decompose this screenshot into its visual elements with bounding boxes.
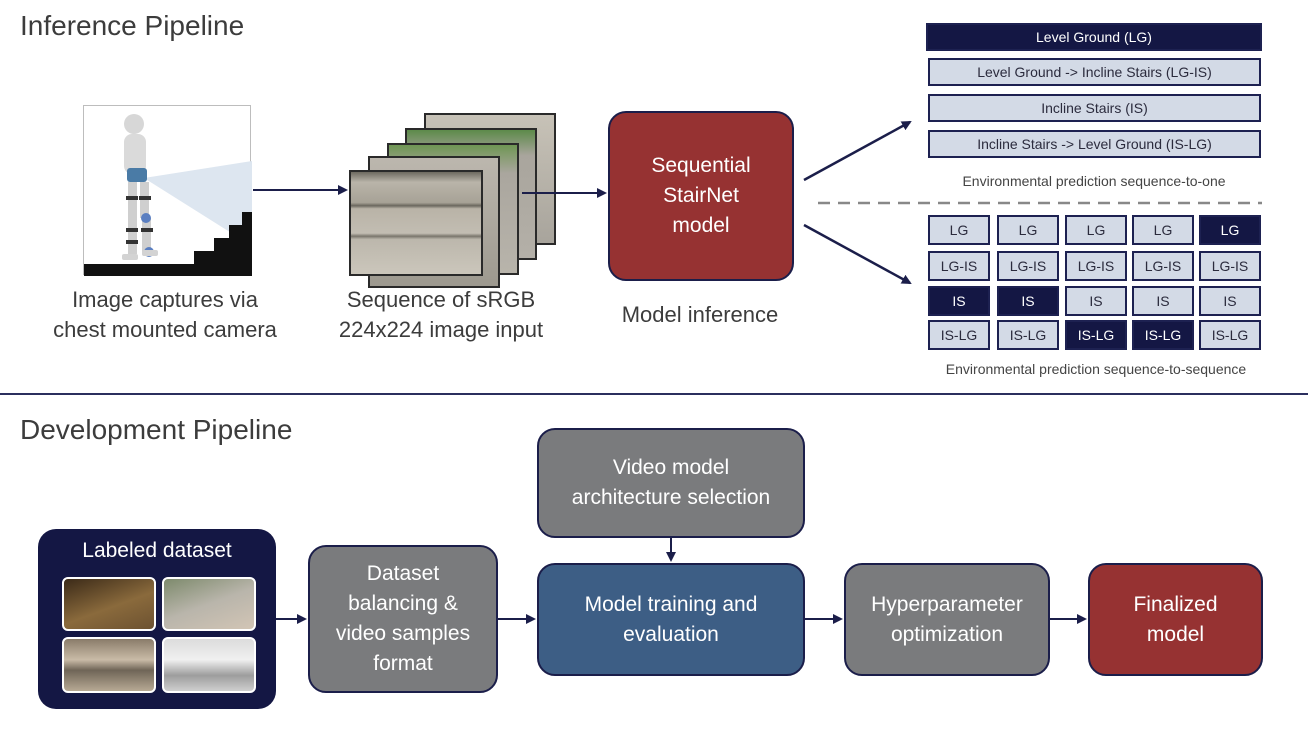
architecture-selection-box: Video model architecture selection — [537, 428, 805, 538]
s2s-cell: IS — [997, 286, 1059, 316]
arrow-model-to-s2o — [803, 120, 912, 182]
arrow-model-to-s2s — [803, 223, 912, 285]
person-torso — [124, 134, 146, 174]
person-camera-illustration — [83, 105, 252, 276]
s2s-cell: LG — [1132, 215, 1194, 245]
s2s-cell: IS — [1132, 286, 1194, 316]
finalized-model-box: Finalized model — [1088, 563, 1263, 676]
dataset-thumbnail-4 — [162, 637, 256, 693]
image-capture-caption: Image captures via chest mounted camera — [53, 287, 277, 342]
labeled-dataset-box: Labeled dataset — [38, 529, 276, 709]
image-frame-1 — [349, 170, 483, 276]
s2s-cell: LG-IS — [1065, 251, 1127, 281]
s2s-cell: IS-LG — [1132, 320, 1194, 350]
s2o-prediction-is-lg: Incline Stairs -> Level Ground (IS-LG) — [928, 130, 1261, 158]
dataset-thumbnail-1 — [62, 577, 156, 631]
dataset-thumbnail-3 — [62, 637, 156, 693]
s2o-prediction-lg: Level Ground (LG) — [926, 23, 1262, 51]
s2s-cell: LG — [997, 215, 1059, 245]
person-head — [124, 114, 144, 134]
s2s-cell: LG — [1199, 215, 1261, 245]
s2s-caption: Environmental prediction sequence-to-seq… — [945, 361, 1247, 377]
knee-joint — [141, 213, 151, 223]
s2s-cell: LG — [1065, 215, 1127, 245]
model-training-box: Model training and evaluation — [537, 563, 805, 676]
s2s-cell: IS — [1065, 286, 1127, 316]
dataset-balancing-box: Dataset balancing & video samples format — [308, 545, 498, 693]
section-divider — [0, 393, 1308, 395]
s2s-cell: LG-IS — [1132, 251, 1194, 281]
dataset-thumbnail-2 — [162, 577, 256, 631]
s2o-caption: Environmental prediction sequence-to-one — [962, 173, 1226, 189]
sequence-input-caption: Sequence of sRGB 224x224 image input — [338, 287, 544, 342]
s2s-cell: LG-IS — [997, 251, 1059, 281]
s2s-cell: LG-IS — [928, 251, 990, 281]
s2s-cell: IS-LG — [1199, 320, 1261, 350]
s2s-cell: IS-LG — [928, 320, 990, 350]
s2s-cell: IS — [1199, 286, 1261, 316]
camera-device — [127, 168, 147, 182]
s2s-cell: IS-LG — [997, 320, 1059, 350]
development-pipeline-title: Development Pipeline — [20, 414, 293, 445]
inference-pipeline-title: Inference Pipeline — [20, 10, 245, 41]
camera-view-cone — [144, 161, 252, 246]
s2o-prediction-is: Incline Stairs (IS) — [928, 94, 1261, 122]
s2o-prediction-lg-is: Level Ground -> Incline Stairs (LG-IS) — [928, 58, 1261, 86]
s2s-cell: IS — [928, 286, 990, 316]
hyperparameter-optimization-box: Hyperparameter optimization — [844, 563, 1050, 676]
s2s-cell: IS-LG — [1065, 320, 1127, 350]
sequential-stairnet-model-box: Sequential StairNet model — [608, 111, 794, 281]
stairs-shape — [84, 212, 252, 276]
s2s-cell: LG-IS — [1199, 251, 1261, 281]
labeled-dataset-label: Labeled dataset — [82, 539, 232, 562]
s2s-cell: LG — [928, 215, 990, 245]
person-stairs-svg — [84, 114, 252, 276]
model-inference-caption: Model inference — [621, 302, 779, 327]
